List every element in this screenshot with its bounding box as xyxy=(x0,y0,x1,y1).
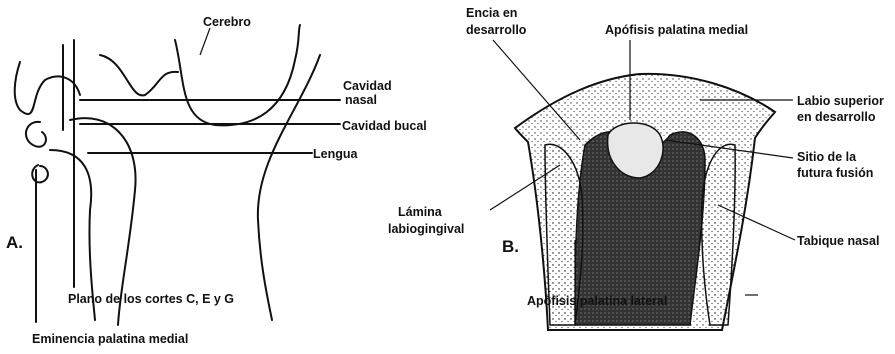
label-plano-cortes: Plano de los cortes C, E y G xyxy=(68,292,234,306)
label-sitio-1: Sitio de la xyxy=(797,150,857,164)
pharynx-wall xyxy=(258,55,320,320)
right-lateral-shelf xyxy=(702,144,736,325)
label-apofisis-medial: Apófisis palatina medial xyxy=(605,23,748,37)
label-apofisis-lateral: Apófisis palatina lateral xyxy=(527,294,667,308)
label-labio-2: en desarrollo xyxy=(797,110,876,124)
label-lamina-1: Lámina xyxy=(398,205,443,219)
label-lamina-2: labiogingival xyxy=(388,222,464,236)
label-tabique: Tabique nasal xyxy=(797,234,879,248)
label-encia-1: Encia en xyxy=(466,6,517,20)
brain-outline xyxy=(175,25,300,125)
panel-b-letter: B. xyxy=(502,237,519,256)
label-sitio-2: futura fusión xyxy=(797,166,873,180)
label-encia-2: desarrollo xyxy=(466,23,527,37)
label-cavidad-bucal: Cavidad bucal xyxy=(342,119,427,133)
panel-a-drawing xyxy=(15,25,340,325)
label-eminencia: Eminencia palatina medial xyxy=(32,332,188,346)
label-labio-1: Labio superior xyxy=(797,94,884,108)
lower-jaw xyxy=(32,165,48,182)
label-cerebro: Cerebro xyxy=(203,15,251,29)
upper-jaw xyxy=(26,122,46,147)
brain-inner-fold xyxy=(100,55,178,95)
label-cavidad-nasal-2: nasal xyxy=(345,93,377,107)
panel-a-letter: A. xyxy=(6,233,23,252)
label-lengua: Lengua xyxy=(313,147,358,161)
cerebro-leader xyxy=(200,28,210,55)
head-profile xyxy=(15,62,80,114)
panel-b-drawing xyxy=(490,40,795,330)
label-cavidad-nasal-1: Cavidad xyxy=(343,79,392,93)
